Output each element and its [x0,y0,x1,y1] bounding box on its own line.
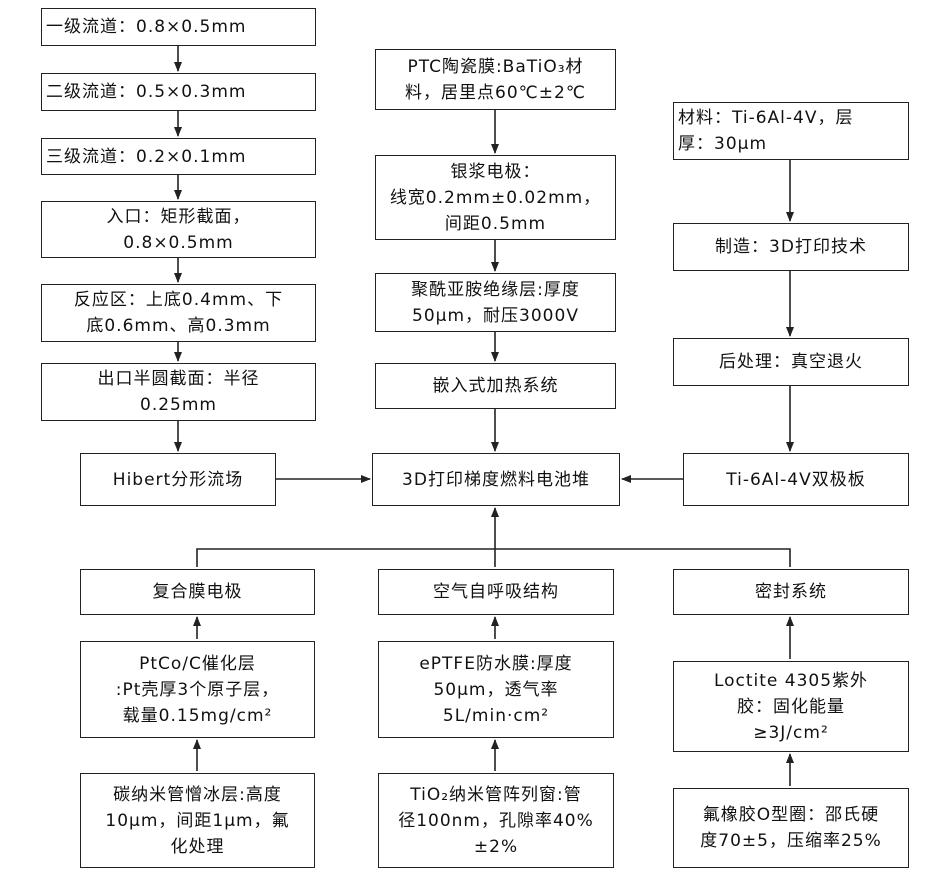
fuel-cell-stack-box: 3D打印梯度燃料电池堆 [372,453,620,506]
sealing-system-box: 密封系统 [673,569,909,615]
polyimide-layer-box: 聚酰亚胺绝缘层:厚度 50μm，耐压3000V [375,273,616,332]
outlet-box: 出口半圆截面：半径 0.25mm [41,363,316,421]
channel2-text: 二级流道：0.5×0.3mm [46,79,311,105]
tio2-array-text: TiO₂纳米管阵列窗:管 径100nm，孔隙率40% ±2% [383,782,609,860]
connector-bottom-branch [197,549,790,567]
material-box: 材料：Ti-6Al-4V，层 厚：30μm [673,102,909,160]
fluororubber-oring-box: 氟橡胶O型圈：邵氏硬 度70±5，压缩率25% [673,788,909,868]
flow-field-text: Hibert分形流场 [85,467,271,493]
eptfe-membrane-box: ePTFE防水膜:厚度 50μm，透气率 5L/min·cm² [378,641,614,738]
channel1-box: 一级流道：0.8×0.5mm [41,8,316,46]
flow-field-box: Hibert分形流场 [80,453,276,506]
ptc-film-box: PTC陶瓷膜:BaTiO₃材 料，居里点60℃±2℃ [375,49,616,110]
channel1-text: 一级流道：0.8×0.5mm [46,14,311,40]
air-breathing-box: 空气自呼吸结构 [378,569,614,615]
loctite-glue-box: Loctite 4305紫外 胶：固化能量 ≥3J/cm² [673,661,909,752]
carbon-nanotube-box: 碳纳米管憎冰层:高度 10μm，间距1μm，氟 化处理 [80,773,315,868]
carbon-nanotube-text: 碳纳米管憎冰层:高度 10μm，间距1μm，氟 化处理 [85,782,310,860]
reaction-zone-text: 反应区：上底0.4mm、下 底0.6mm、高0.3mm [46,287,311,339]
material-text: 材料：Ti-6Al-4V，层 厚：30μm [678,105,904,157]
manufacturing-box: 制造：3D打印技术 [673,223,909,271]
heating-system-box: 嵌入式加热系统 [375,363,616,409]
fluororubber-oring-text: 氟橡胶O型圈：邵氏硬 度70±5，压缩率25% [678,802,904,854]
channel3-text: 三级流道：0.2×0.1mm [46,144,311,170]
channel2-box: 二级流道：0.5×0.3mm [41,73,316,111]
post-processing-box: 后处理：真空退火 [673,338,909,386]
eptfe-membrane-text: ePTFE防水膜:厚度 50μm，透气率 5L/min·cm² [383,651,609,729]
inlet-box: 入口：矩形截面， 0.8×0.5mm [41,201,316,258]
air-breathing-text: 空气自呼吸结构 [383,579,609,605]
fuel-cell-stack-text: 3D打印梯度燃料电池堆 [377,467,615,493]
manufacturing-text: 制造：3D打印技术 [678,234,904,260]
membrane-electrode-text: 复合膜电极 [85,579,310,605]
ptc-film-text: PTC陶瓷膜:BaTiO₃材 料，居里点60℃±2℃ [380,54,611,106]
bipolar-plate-box: Ti-6Al-4V双极板 [683,453,909,506]
sealing-system-text: 密封系统 [678,579,904,605]
silver-electrode-box: 银浆电极： 线宽0.2mm±0.02mm， 间距0.5mm [375,155,616,240]
channel3-box: 三级流道：0.2×0.1mm [41,138,316,175]
membrane-electrode-box: 复合膜电极 [80,569,315,615]
heating-system-text: 嵌入式加热系统 [380,373,611,399]
outlet-text: 出口半圆截面：半径 0.25mm [46,366,311,418]
tio2-array-box: TiO₂纳米管阵列窗:管 径100nm，孔隙率40% ±2% [378,773,614,868]
silver-electrode-text: 银浆电极： 线宽0.2mm±0.02mm， 间距0.5mm [380,159,611,237]
post-processing-text: 后处理：真空退火 [678,349,904,375]
loctite-glue-text: Loctite 4305紫外 胶：固化能量 ≥3J/cm² [678,668,904,746]
polyimide-layer-text: 聚酰亚胺绝缘层:厚度 50μm，耐压3000V [380,277,611,329]
catalyst-layer-text: PtCo/C催化层 :Pt壳厚3个原子层， 载量0.15mg/cm² [85,651,310,729]
inlet-text: 入口：矩形截面， 0.8×0.5mm [46,204,311,256]
bipolar-plate-text: Ti-6Al-4V双极板 [688,467,904,493]
catalyst-layer-box: PtCo/C催化层 :Pt壳厚3个原子层， 载量0.15mg/cm² [80,641,315,738]
reaction-zone-box: 反应区：上底0.4mm、下 底0.6mm、高0.3mm [41,284,316,342]
